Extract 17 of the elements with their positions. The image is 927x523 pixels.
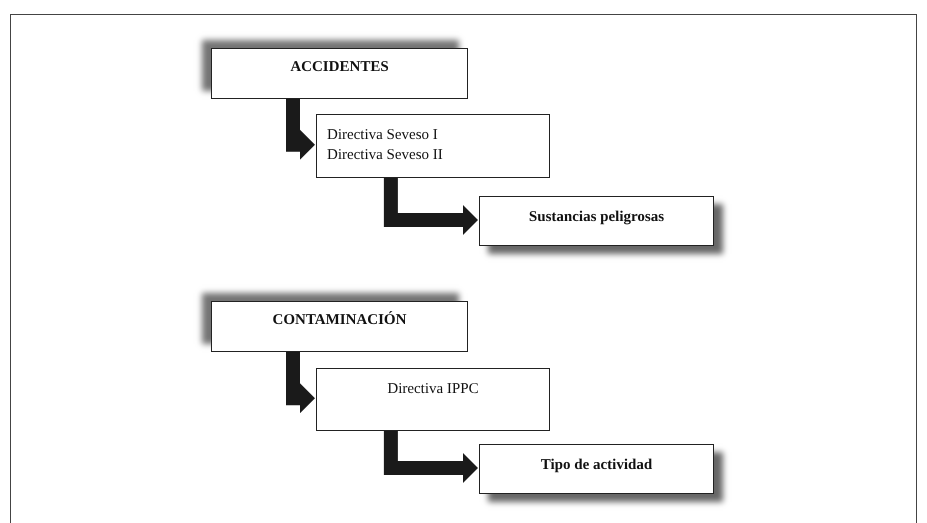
- arrow: [286, 352, 315, 414]
- directive-box: [316, 114, 550, 178]
- arrow: [384, 178, 478, 235]
- heading-box: [211, 48, 468, 99]
- box-text: CONTAMINACIÓN: [272, 310, 406, 330]
- box-text: Directiva Seveso II: [327, 146, 443, 165]
- box-text: Directiva Seveso I: [327, 126, 438, 145]
- box-text: ACCIDENTES: [290, 58, 389, 77]
- box-text: Directiva IPPC: [387, 380, 479, 399]
- box-text: Sustancias peligrosas: [528, 208, 664, 227]
- result-box: [479, 444, 714, 494]
- box-text: Tipo de actividad: [540, 456, 652, 475]
- directive-box: [316, 368, 550, 431]
- heading-box: [211, 301, 468, 352]
- result-box: [479, 196, 714, 246]
- arrow: [286, 99, 315, 160]
- arrow: [384, 431, 478, 483]
